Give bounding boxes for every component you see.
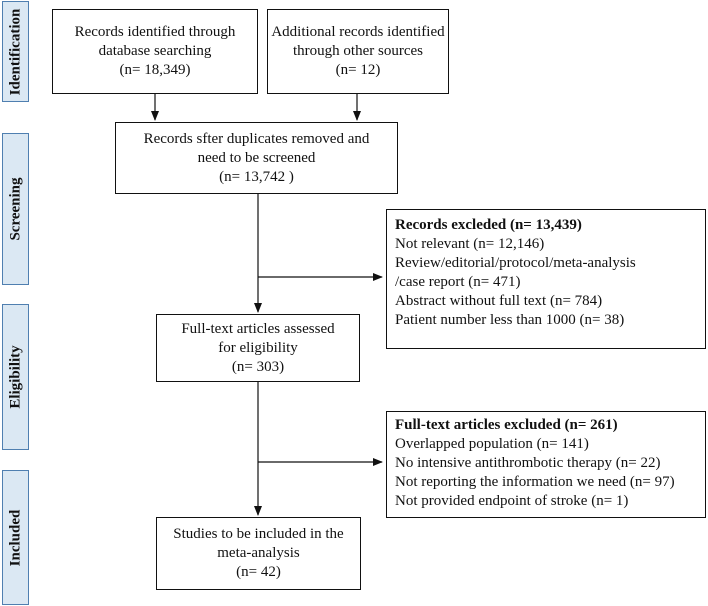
box-text: for eligibility	[218, 339, 298, 356]
box-text: Additional records identified	[271, 24, 445, 40]
box-text: Full-text articles assessed	[181, 320, 335, 337]
excluded-fulltext-item: Not provided endpoint of stroke (n= 1)	[395, 493, 629, 509]
excluded-records-item: Patient number less than 1000 (n= 38)	[395, 312, 625, 328]
box-text: (n= 42)	[236, 564, 281, 580]
excluded-fulltext-item: No intensive antithrombotic therapy (n= …	[395, 455, 661, 471]
excluded-fulltext-item: Overlapped population (n= 141)	[395, 436, 589, 452]
stage-identification: Identification	[2, 1, 29, 102]
stage-eligibility: Eligibility	[2, 304, 29, 450]
stage-screening: Screening	[2, 133, 29, 285]
box-records-excluded: Records excleded (n= 13,439) Not relevan…	[386, 209, 706, 349]
box-text: Studies to be included in the	[173, 526, 344, 542]
box-studies-included: Studies to be included in the meta-analy…	[156, 517, 361, 590]
box-text: (n= 18,349)	[119, 62, 191, 78]
excluded-records-item: Abstract without full text (n= 784)	[395, 293, 603, 309]
excluded-records-item: /case report (n= 471)	[395, 274, 521, 290]
excluded-fulltext-item: Not reporting the information we need (n…	[395, 474, 675, 490]
box-fulltext-excluded: Full-text articles excluded (n= 261) Ove…	[386, 411, 706, 518]
box-text: (n= 13,742 )	[219, 168, 294, 185]
box-text: through other sources	[293, 43, 423, 59]
box-text: need to be screened	[197, 149, 316, 166]
box-text: Records sfter duplicates removed and	[143, 130, 370, 147]
box-duplicates-removed: Records sfter duplicates removed and nee…	[115, 122, 398, 194]
box-text: meta-analysis	[217, 545, 300, 561]
excluded-records-title: Records excleded (n= 13,439)	[395, 217, 582, 233]
box-text: (n= 12)	[335, 62, 381, 78]
box-text: database searching	[98, 43, 212, 59]
box-fulltext-assessed: Full-text articles assessed for eligibil…	[156, 314, 360, 382]
box-other-records: Additional records identified through ot…	[267, 9, 449, 94]
excluded-records-item: Not relevant (n= 12,146)	[395, 236, 545, 252]
stage-included: Included	[2, 470, 29, 605]
excluded-records-item: Review/editorial/protocol/meta-analysis	[395, 255, 636, 271]
box-database-records: Records identified through database sear…	[52, 9, 258, 94]
box-text: (n= 303)	[231, 358, 285, 375]
box-text: Records identified through	[74, 24, 236, 40]
excluded-fulltext-title: Full-text articles excluded (n= 261)	[395, 417, 618, 433]
